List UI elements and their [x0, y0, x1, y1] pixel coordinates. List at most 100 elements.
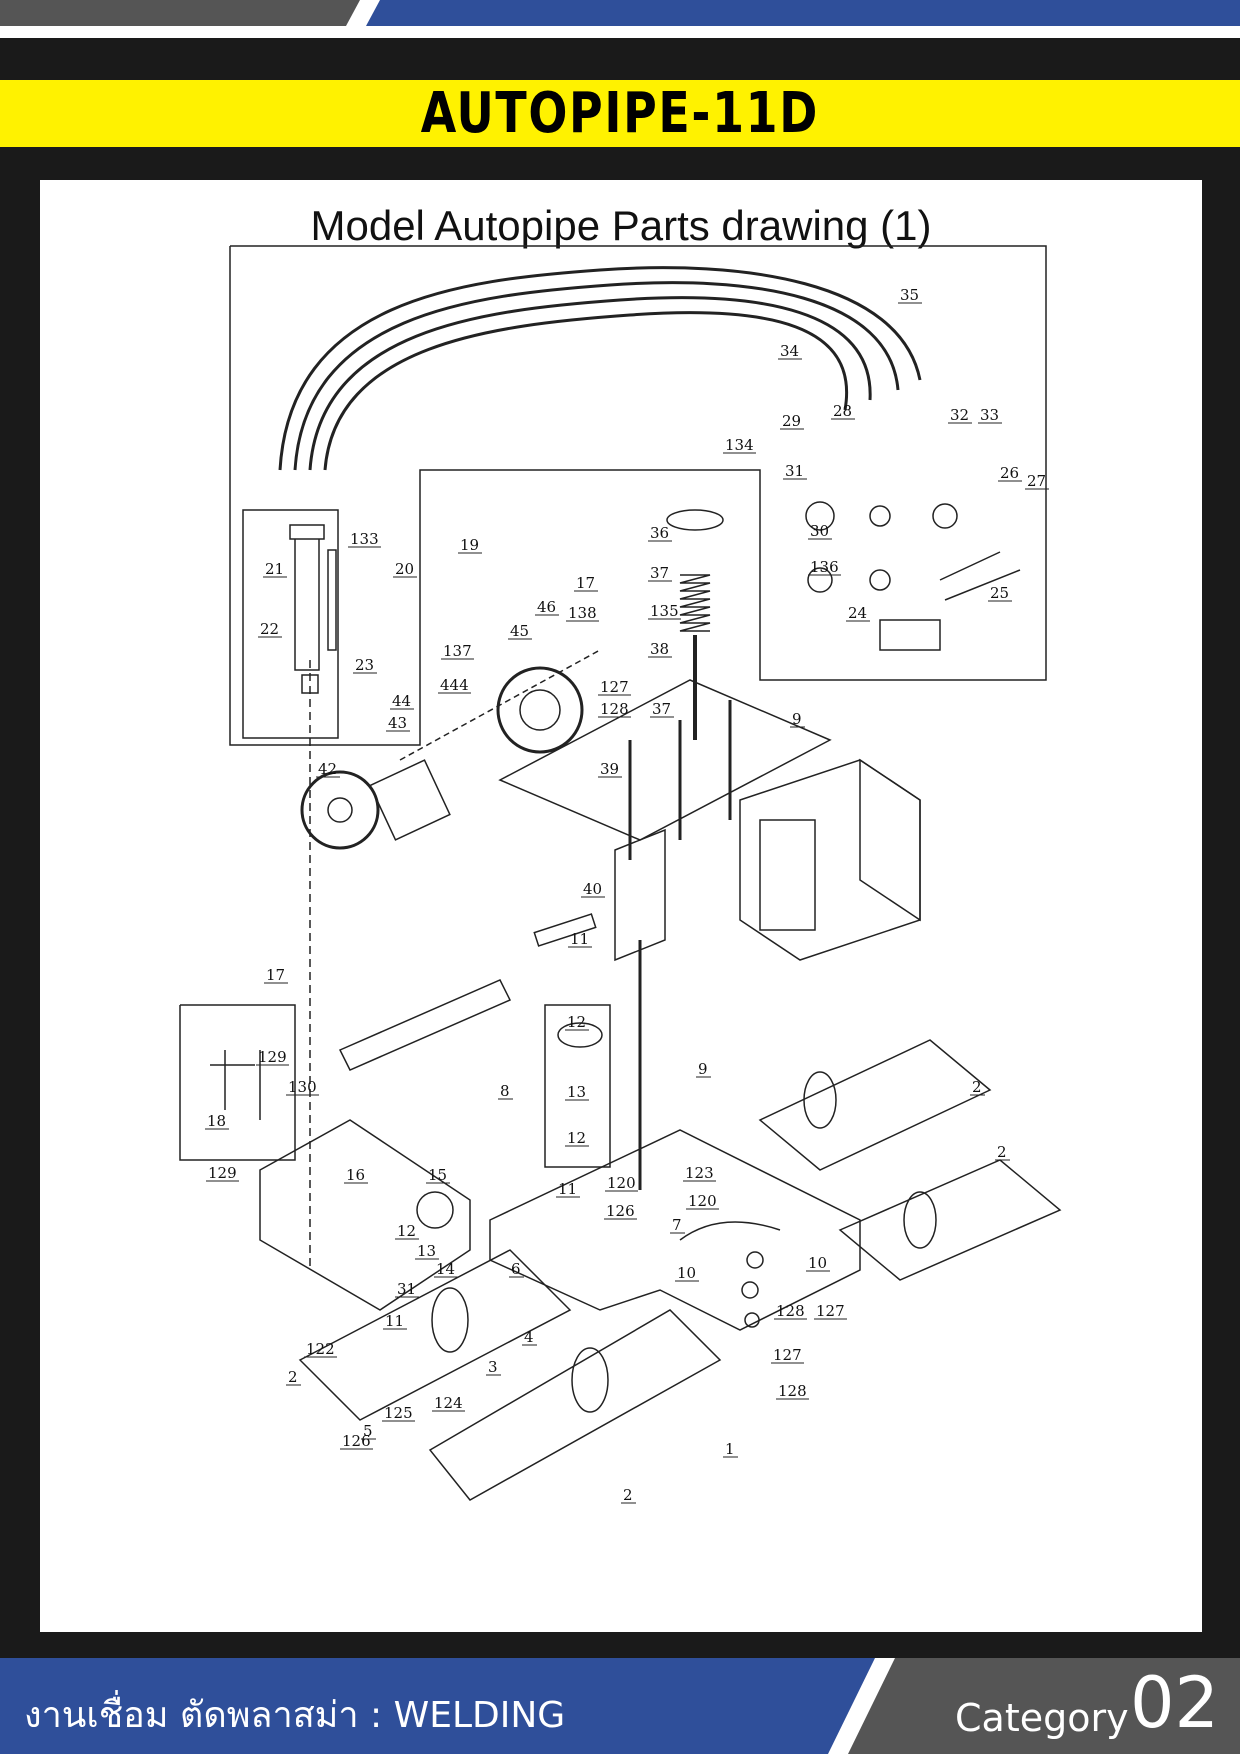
wheel-box-3: [298, 1249, 572, 1421]
part-number-label: 135: [650, 602, 679, 620]
part-number-label: 137: [443, 642, 472, 660]
part-number-label: 31: [397, 1280, 416, 1298]
part-number-label: 1: [725, 1440, 735, 1458]
part-number-label: 38: [650, 640, 669, 658]
part-number-label: 9: [698, 1060, 708, 1078]
part-number-label: 7: [672, 1216, 682, 1234]
part-number-label: 11: [385, 1312, 404, 1330]
part-number-label: 46: [537, 598, 556, 616]
part-number-label: 2: [972, 1078, 982, 1096]
part-number-label: 6: [511, 1260, 521, 1278]
bottom-stripe: [0, 1658, 1240, 1754]
part-number-label: 19: [460, 536, 479, 554]
part-number-label: 30: [810, 522, 829, 540]
part-number-label: 22: [260, 620, 279, 638]
part-number-label: 33: [980, 406, 999, 424]
part-number-label: 28: [833, 402, 852, 420]
part-number-label: 2: [288, 1368, 298, 1386]
part-number-label: 27: [1027, 472, 1046, 490]
part-number-label: 128: [600, 700, 629, 718]
part-number-label: 3: [488, 1358, 498, 1376]
part-number-label: 12: [397, 1222, 416, 1240]
part-number-label: 18: [207, 1112, 226, 1130]
part-number-label: 2: [997, 1143, 1007, 1161]
part-number-label: 8: [500, 1082, 510, 1100]
part-number-label: 128: [778, 1382, 807, 1400]
part-number-label: 128: [776, 1302, 805, 1320]
part-number-label: 17: [576, 574, 595, 592]
part-number-label: 5: [363, 1422, 373, 1440]
clamp-box: [179, 1004, 296, 1161]
part-number-label: 12: [567, 1013, 586, 1031]
hose-assembly-frame: [229, 245, 1047, 746]
part-number-label: 127: [773, 1346, 802, 1364]
part-number-label: 120: [607, 1174, 636, 1192]
part-number-label: 126: [606, 1202, 635, 1220]
part-number-label: 129: [258, 1048, 287, 1066]
part-number-label: 138: [568, 604, 597, 622]
part-number-label: 43: [388, 714, 407, 732]
title-band: AUTOPIPE-11D: [0, 80, 1240, 147]
wheel-box-4: [428, 1309, 722, 1501]
part-number-label: 31: [785, 462, 804, 480]
part-number-label: 444: [440, 676, 469, 694]
knob-box: [544, 1004, 611, 1168]
part-number-label: 25: [990, 584, 1009, 602]
drawing-title: Model Autopipe Parts drawing (1): [310, 202, 932, 249]
part-number-label: 39: [600, 760, 619, 778]
part-number-label: 45: [510, 622, 529, 640]
wheel-box-1: [758, 1039, 992, 1171]
category-number: 02: [1130, 1662, 1220, 1744]
part-number-label: 26: [1000, 464, 1019, 482]
part-number-label: 2: [623, 1486, 633, 1504]
part-number-label: 37: [650, 564, 669, 582]
part-number-label: 11: [558, 1180, 577, 1198]
part-number-label: 122: [306, 1340, 335, 1358]
part-number-label: 124: [434, 1394, 463, 1412]
part-number-label: 44: [392, 692, 411, 710]
part-number-label: 13: [417, 1242, 436, 1260]
part-number-label: 16: [346, 1166, 365, 1184]
part-number-label: 134: [725, 436, 754, 454]
parts-drawing: Model Autopipe Parts drawing (1): [40, 180, 1202, 1632]
part-number-label: 125: [384, 1404, 413, 1422]
part-number-label: 21: [265, 560, 284, 578]
part-number-label: 133: [350, 530, 379, 548]
part-number-label: 127: [816, 1302, 845, 1320]
part-number-label: 14: [436, 1260, 455, 1278]
wheel-box-2: [838, 1159, 1062, 1281]
part-number-label: 127: [600, 678, 629, 696]
top-stripe: [0, 0, 1240, 26]
part-number-label: 120: [688, 1192, 717, 1210]
part-number-label: 4: [524, 1328, 534, 1346]
part-number-label: 130: [288, 1078, 317, 1096]
part-number-label: 9: [792, 710, 802, 728]
part-number-label: 20: [395, 560, 414, 578]
part-number-label: 123: [685, 1164, 714, 1182]
part-number-label: 10: [808, 1254, 827, 1272]
part-number-label: 23: [355, 656, 374, 674]
part-number-label: 13: [567, 1083, 586, 1101]
part-number-label: 42: [318, 760, 337, 778]
part-number-label: 32: [950, 406, 969, 424]
part-number-label: 15: [428, 1166, 447, 1184]
part-number-label: 11: [570, 930, 589, 948]
part-number-label: 37: [652, 700, 671, 718]
part-number-label: 29: [782, 412, 801, 430]
part-number-label: 136: [810, 558, 839, 576]
page-title: AUTOPIPE-11D: [420, 81, 820, 146]
part-number-label: 24: [848, 604, 867, 622]
cylinder-box: [242, 509, 339, 739]
part-number-label: 35: [900, 286, 919, 304]
part-number-label: 12: [567, 1129, 586, 1147]
part-number-label: 36: [650, 524, 669, 542]
category-label: Category: [955, 1696, 1129, 1740]
part-number-label: 40: [583, 880, 602, 898]
part-number-label: 17: [266, 966, 285, 984]
part-number-label: 10: [677, 1264, 696, 1282]
section-title: งานเชื่อม ตัดพลาสม่า : WELDING: [24, 1695, 566, 1736]
part-number-label: 34: [780, 342, 799, 360]
part-number-label: 126: [342, 1432, 371, 1450]
part-number-label: 129: [208, 1164, 237, 1182]
